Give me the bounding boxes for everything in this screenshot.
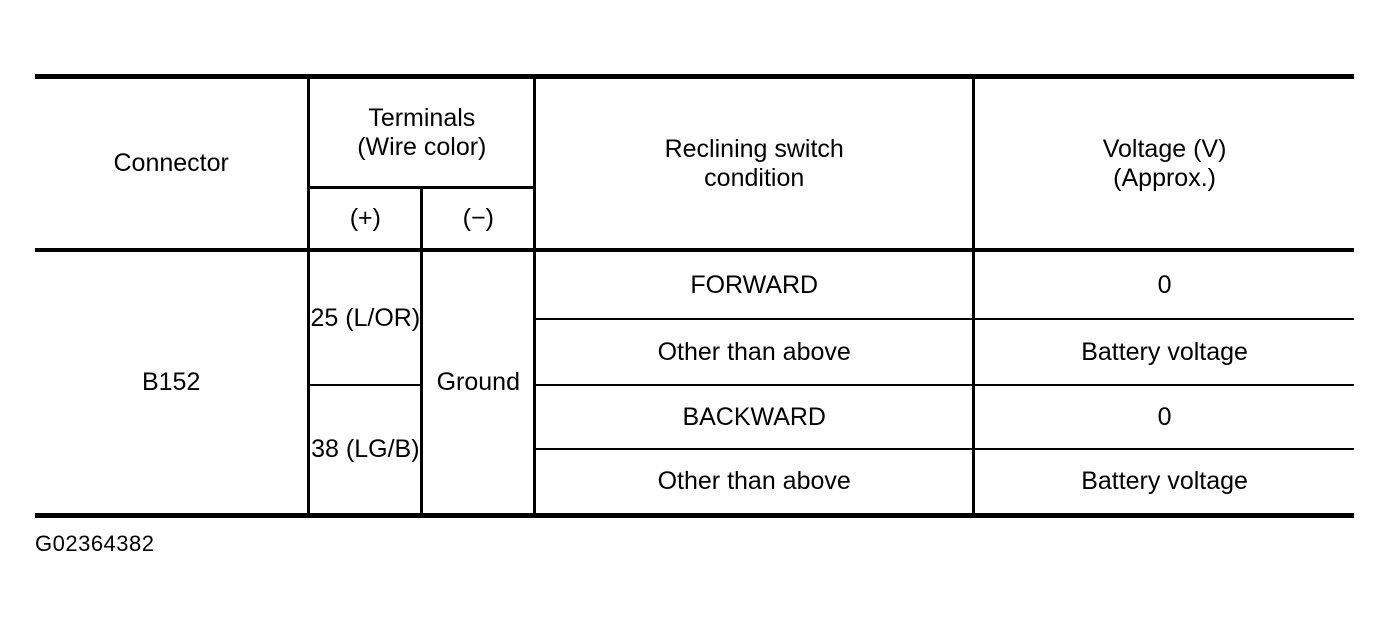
header-terminal-positive: (+): [308, 187, 424, 252]
cell-voltage: Battery voltage: [973, 319, 1354, 386]
table-row: B152 25 (L/OR) Ground FORWARD 0: [35, 250, 1354, 518]
cell-condition: Other than above: [534, 449, 976, 518]
cell-terminal-positive-2: 38 (LG/B): [308, 385, 424, 518]
header-terminals: Terminals (Wire color): [308, 74, 537, 189]
header-terminals-line1: Terminals: [368, 103, 476, 132]
header-voltage-line2: (Approx.): [1113, 163, 1216, 192]
table-row: 38 (LG/B) BACKWARD 0: [35, 385, 1354, 518]
table-header-row-polarity: (+) (−): [35, 187, 1354, 252]
header-reclining-switch-condition: Reclining switch condition: [534, 74, 976, 252]
cell-condition: FORWARD: [534, 250, 976, 320]
spec-table-container: Connector Terminals (Wire color) Reclini…: [35, 74, 1354, 518]
table-header-row-primary: Connector Terminals (Wire color) Reclini…: [35, 74, 1354, 252]
header-connector: Connector: [35, 74, 311, 252]
cell-terminal-negative: Ground: [421, 250, 537, 518]
cell-voltage: Battery voltage: [973, 449, 1354, 518]
cell-voltage: 0: [973, 385, 1354, 450]
cell-terminal-positive-1: 25 (L/OR): [308, 250, 424, 386]
header-voltage-line1: Voltage (V): [1102, 134, 1227, 163]
cell-connector-id: B152: [35, 250, 311, 518]
header-condition-line2: condition: [704, 163, 805, 192]
table-row: Other than above Battery voltage: [35, 449, 1354, 518]
header-terminal-negative: (−): [421, 187, 537, 252]
reclining-switch-voltage-table: Connector Terminals (Wire color) Reclini…: [35, 74, 1354, 518]
cell-condition: BACKWARD: [534, 385, 976, 450]
header-voltage: Voltage (V) (Approx.): [973, 74, 1354, 252]
cell-voltage: 0: [973, 250, 1354, 320]
cell-condition: Other than above: [534, 319, 976, 386]
header-condition-line1: Reclining switch: [664, 134, 844, 163]
header-terminals-line2: (Wire color): [357, 132, 487, 161]
table-row: Other than above Battery voltage: [35, 319, 1354, 386]
figure-id-caption: G02364382: [35, 531, 155, 556]
